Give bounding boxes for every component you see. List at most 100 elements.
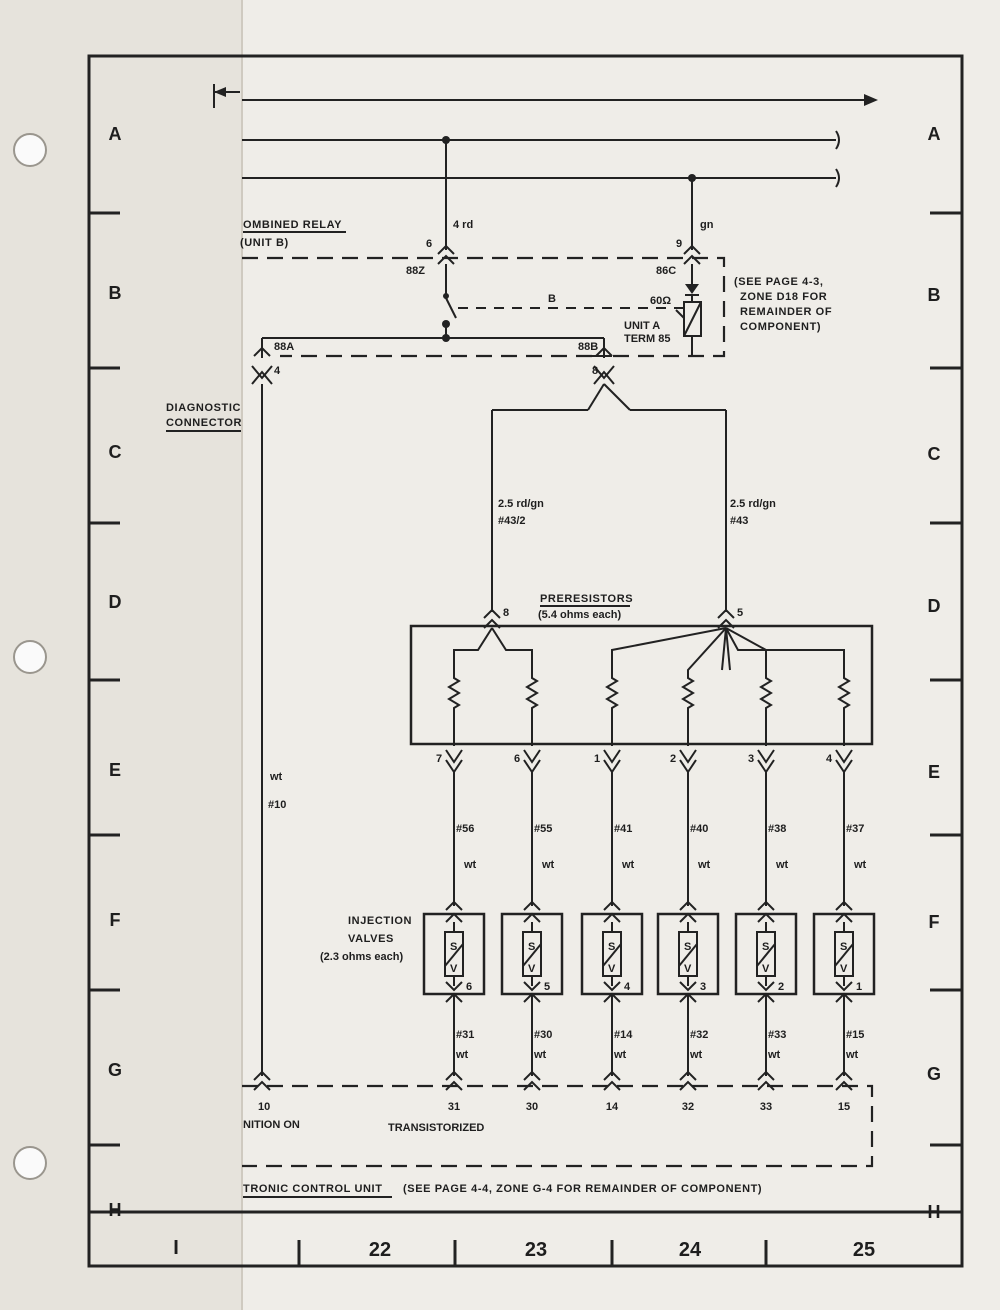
connector-chevron	[679, 749, 697, 764]
relay-note-line: COMPONENT)	[740, 321, 821, 333]
resistor-60-ohm: 60Ω	[650, 295, 671, 307]
injection-label-2: VALVES	[348, 933, 394, 945]
pin-88a: 88A	[274, 341, 294, 353]
solenoid-letter-v: V	[608, 963, 616, 975]
solenoid-letter-v: V	[762, 963, 770, 975]
zone-letter: F	[929, 912, 940, 932]
connector-chevron	[445, 981, 463, 992]
relay-note-line: (SEE PAGE 4-3,	[734, 276, 824, 288]
connector-chevron	[603, 749, 621, 764]
transistorized-label: TRANSISTORIZED	[388, 1122, 484, 1134]
binder-hole	[13, 1146, 47, 1180]
pin-4: 4	[274, 365, 281, 377]
zone-letter: C	[928, 444, 941, 464]
injector-wire-number: #37	[846, 823, 864, 835]
connector-chevron	[603, 992, 621, 1003]
connector-chevron	[757, 1070, 775, 1081]
column-number: I	[173, 1237, 179, 1259]
feed-right-number: #43	[730, 515, 748, 527]
preresistor-output-terminal: 1	[594, 753, 600, 765]
zone-letter: D	[928, 596, 941, 616]
ecu-pin-10: 10	[258, 1101, 270, 1113]
valve-number: 2	[778, 981, 784, 993]
injector-wire-color: wt	[853, 859, 867, 871]
page-frame	[87, 54, 964, 1268]
combined-relay-subtitle: (UNIT B)	[240, 237, 289, 249]
return-wire-number: #14	[614, 1029, 633, 1041]
column-number: 23	[525, 1239, 547, 1261]
injector-wire-number: #55	[534, 823, 552, 835]
binder-hole	[13, 133, 47, 167]
return-wire-number: #33	[768, 1029, 786, 1041]
preresistor-output-terminal: 4	[826, 753, 833, 765]
solenoid-letter-v: V	[528, 963, 536, 975]
zone-letters-left: A B C D E F G H	[108, 124, 122, 1220]
connector-chevron	[835, 992, 853, 1003]
injector-wire-color: wt	[541, 859, 555, 871]
pin-86c: 86C	[656, 265, 676, 277]
wire-gn: gn	[700, 219, 714, 231]
connector-chevron	[603, 900, 621, 911]
injector-wire-number: #41	[614, 823, 632, 835]
connector-chevron	[835, 1080, 853, 1091]
valve-number: 4	[624, 981, 631, 993]
connector-chevron	[679, 1070, 697, 1081]
connector-chevron	[445, 900, 463, 911]
valve-number: 6	[466, 981, 472, 993]
return-wire-number: #31	[456, 1029, 474, 1041]
relay-note-line: ZONE D18 FOR	[740, 291, 827, 303]
wire-4rd: 4 rd	[453, 219, 473, 231]
zone-letter: G	[108, 1060, 122, 1080]
solenoid-letter-s: S	[762, 941, 769, 953]
connector-chevron	[835, 749, 853, 764]
zone-letter: A	[109, 124, 122, 144]
preresistors-subtitle: (5.4 ohms each)	[538, 609, 621, 621]
column-number: 22	[369, 1239, 391, 1261]
connector-chevron	[445, 912, 463, 923]
feed-left-number: #43/2	[498, 515, 526, 527]
injector-wire-number: #38	[768, 823, 786, 835]
injection-label-1: INJECTION	[348, 915, 412, 927]
solenoid-letter-v: V	[450, 963, 458, 975]
connector-chevron	[523, 912, 541, 923]
preresistor-block: PRERESISTORS (5.4 ohms each) 8 5	[409, 593, 874, 746]
connector-chevron	[603, 1080, 621, 1091]
ecu-pin: 15	[838, 1101, 850, 1113]
return-wire-color: wt	[455, 1049, 469, 1061]
connector-chevron	[445, 749, 463, 764]
pin-88b: 88B	[578, 341, 598, 353]
zone-letter: D	[109, 592, 122, 612]
connector-chevron	[835, 981, 853, 992]
zone-letter: F	[110, 910, 121, 930]
diagnostic-label-1: DIAGNOSTIC	[166, 402, 241, 414]
connector-chevron	[757, 900, 775, 911]
solenoid-letter-s: S	[450, 941, 457, 953]
connector-chevron	[679, 912, 697, 923]
preresistors-title: PRERESISTORS	[540, 593, 633, 605]
injection-label-3: (2.3 ohms each)	[320, 951, 403, 963]
zone-letter: A	[928, 124, 941, 144]
zone-letter: E	[928, 762, 940, 782]
connector-chevron	[523, 1080, 541, 1091]
injector-channels: 7#56wtSV6#31wt316#55wtSV5#30wt301#41wtSV…	[422, 749, 876, 1113]
column-numbers: I 22 23 24 25	[173, 1237, 875, 1261]
connector-chevron	[679, 1080, 697, 1091]
zone-letter: C	[109, 442, 122, 462]
preresistor-in-5: 5	[737, 607, 743, 619]
preresistor-output-terminal: 6	[514, 753, 520, 765]
solenoid-letter-s: S	[684, 941, 691, 953]
connector-chevron	[523, 749, 541, 764]
diagnostic-label-2: CONNECTOR	[166, 417, 242, 429]
ecu-pin: 32	[682, 1101, 694, 1113]
preresistor-output-terminal: 3	[748, 753, 754, 765]
connector-chevron	[835, 900, 853, 911]
zone-letter: G	[927, 1064, 941, 1084]
relay-note-line: REMAINDER OF	[740, 306, 832, 318]
diag-wire-number: #10	[268, 799, 286, 811]
ecu-pin: 30	[526, 1101, 538, 1113]
connector-chevron	[757, 992, 775, 1003]
connector-chevron	[523, 992, 541, 1003]
zone-letters-right: A B C D E F G H	[927, 124, 941, 1222]
combined-relay-title: OMBINED RELAY	[243, 219, 342, 231]
injector-wire-color: wt	[463, 859, 477, 871]
